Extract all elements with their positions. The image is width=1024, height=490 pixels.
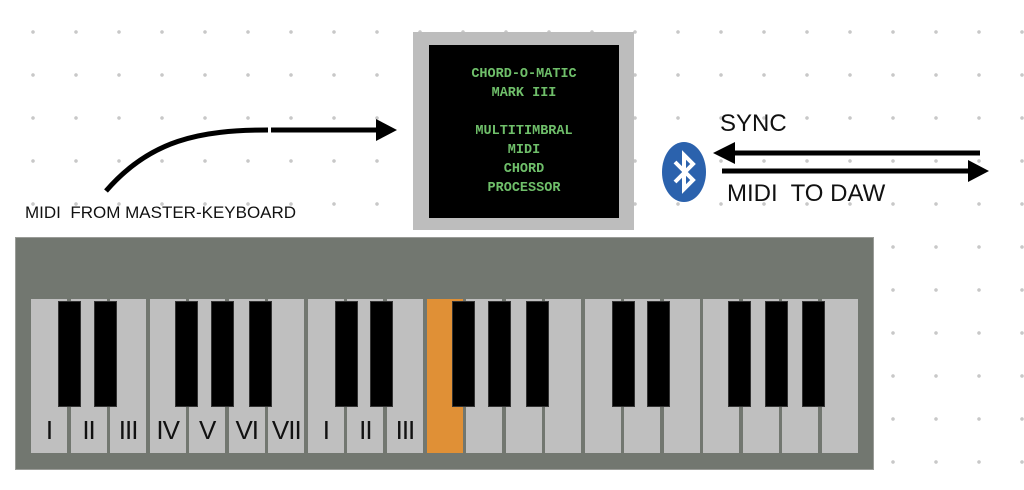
- key-label: I: [322, 415, 330, 445]
- black-key[interactable]: [248, 301, 272, 407]
- screen-line: PROCESSOR: [487, 181, 561, 196]
- chord-processor-device: CHORD-O-MATIC MARK III MULTITIMBRAL MIDI…: [413, 32, 634, 230]
- black-key[interactable]: [764, 301, 788, 407]
- midi-to-daw-label: MIDI TO DAW: [727, 180, 886, 207]
- key-label: III: [395, 415, 416, 445]
- black-key[interactable]: [58, 301, 81, 407]
- black-key[interactable]: [525, 301, 549, 407]
- screen-line: CHORD: [503, 162, 545, 177]
- black-key[interactable]: [451, 301, 475, 407]
- sync-arrowhead: [713, 142, 735, 164]
- bluetooth-icon: [662, 142, 706, 202]
- key-label: I: [45, 415, 53, 445]
- midi-out-arrowhead: [968, 160, 989, 182]
- key-label: II: [82, 415, 95, 445]
- black-key[interactable]: [728, 301, 752, 407]
- black-key[interactable]: [174, 301, 198, 407]
- screen-line: MIDI: [507, 143, 541, 158]
- midi-in-arrowhead: [376, 119, 397, 141]
- black-key[interactable]: [211, 301, 235, 407]
- sync-label: SYNC: [720, 110, 787, 137]
- screen-line: MULTITIMBRAL: [475, 124, 573, 139]
- key-label: IV: [156, 415, 180, 445]
- key-label: VI: [235, 415, 259, 445]
- black-key[interactable]: [370, 301, 394, 407]
- white-key[interactable]: [822, 299, 858, 453]
- black-key[interactable]: [334, 301, 358, 407]
- white-key[interactable]: [545, 299, 582, 453]
- black-key[interactable]: [647, 301, 671, 407]
- black-key[interactable]: [488, 301, 512, 407]
- midi-in-curve: [104, 127, 269, 193]
- processor-screen: CHORD-O-MATIC MARK III MULTITIMBRAL MIDI…: [429, 45, 619, 218]
- screen-line: MARK III: [491, 86, 557, 101]
- key-label: II: [359, 415, 372, 445]
- screen-line: CHORD-O-MATIC: [471, 67, 577, 82]
- key-label: V: [199, 415, 216, 445]
- key-label: VII: [271, 415, 302, 445]
- black-key[interactable]: [611, 301, 635, 407]
- black-key[interactable]: [93, 301, 117, 407]
- white-key[interactable]: VII: [268, 299, 305, 453]
- black-key[interactable]: [802, 301, 826, 407]
- key-label: III: [118, 415, 139, 445]
- midi-from-master-keyboard-label: MIDI FROM MASTER-KEYBOARD: [25, 203, 297, 222]
